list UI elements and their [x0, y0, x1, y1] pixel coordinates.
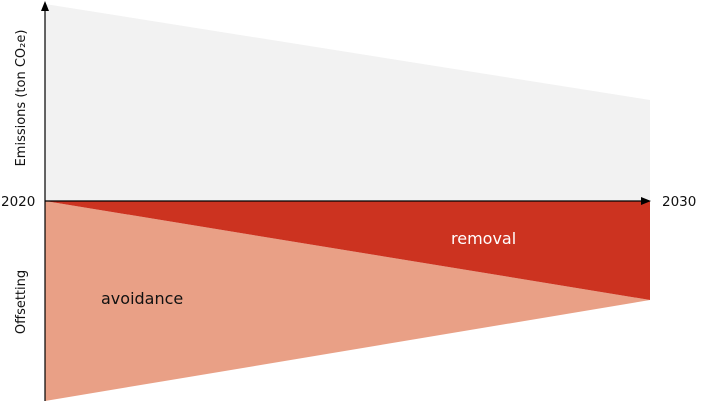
avoidance-label: avoidance [101, 289, 183, 308]
x-axis-arrowhead [641, 197, 651, 205]
removal-area [45, 201, 650, 300]
y-axis-lower-label: Offsetting [14, 270, 29, 334]
y-axis-arrowhead [41, 1, 49, 11]
emissions-area [45, 4, 650, 201]
end-year-label: 2030 [662, 194, 696, 210]
avoidance-area [45, 201, 650, 401]
y-axis-upper-label: Emissions (ton CO₂e) [14, 30, 29, 167]
start-year-label: 2020 [1, 194, 35, 210]
removal-label: removal [451, 229, 516, 248]
